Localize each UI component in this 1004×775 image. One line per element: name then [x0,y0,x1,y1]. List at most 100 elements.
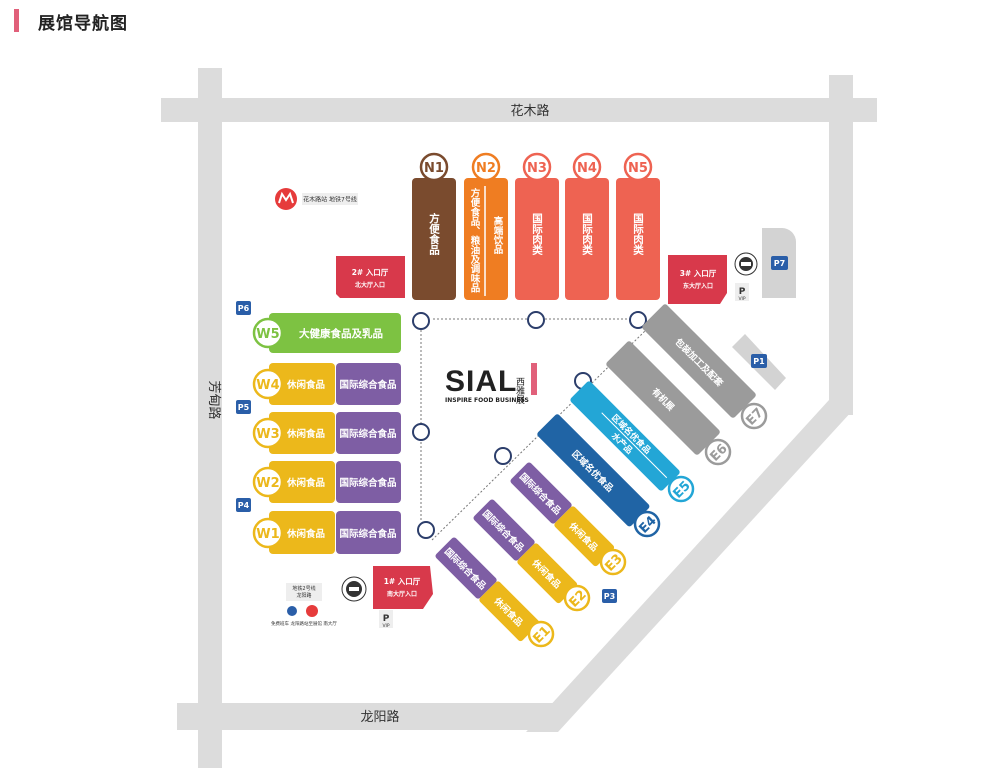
hall-w1-label-a: 休闲食品 [286,528,325,540]
hall-w5[interactable] [269,313,401,353]
parking-p5[interactable] [236,400,251,414]
hall-w3-b[interactable] [336,412,401,454]
hall-n2-id: N2 [476,161,496,176]
hall-n2-label2: 高端饮品 [492,215,505,255]
hall-n3-id: N3 [527,161,547,176]
hall-n1-id: N1 [424,161,444,176]
hall-w4-a[interactable] [269,363,335,405]
road-north [161,98,877,122]
hall-w4-label-b: 国际综合食品 [339,379,396,391]
hall-w5-label: 大健康食品及乳品 [299,327,383,340]
hall-w3-label-b: 国际综合食品 [339,428,396,440]
hall-n1[interactable] [412,178,456,300]
hall-w4-label-a: 休闲食品 [286,379,325,391]
hall-w1-id: W1 [256,527,279,542]
hall-n4-label: 国际肉类 [581,213,593,256]
hall-w4-b[interactable] [336,363,401,405]
taxi-south [341,576,367,602]
sial-logo: SIAL 西雅展 INSPIRE FOOD BUSINESS [445,363,537,405]
parking-p5-label: P5 [238,403,250,412]
vip-east: P VIP [735,283,749,302]
parking-p4[interactable] [236,498,251,512]
entrance-2-sub: 北大厅入口 [355,281,385,289]
hall-w3-id: W3 [256,427,279,442]
metro-south: 地铁2号线 龙阳路 免费班车 龙阳路站至展馆 南大厅 [271,583,337,627]
hall-n4[interactable] [565,178,609,300]
vip-south-label: VIP [382,623,389,629]
hall-n5-id: N5 [628,161,648,176]
road-west [198,68,222,768]
bus-stop-icon [412,423,430,441]
metro-north-label: 花木路站 地铁7号线 [303,196,357,204]
parking-p7-label: P7 [774,259,785,268]
hall-n3-label: 国际肉类 [531,213,543,256]
bus-stops [412,311,647,539]
vip-south: P VIP [379,610,393,629]
page-title: 展馆导航图 [38,14,128,34]
sial-tagline: INSPIRE FOOD BUSINESS [445,397,529,404]
entrance-3-sub: 东大厅入口 [683,282,713,290]
metro-south-b: 龙阳路 [296,592,311,599]
parking-p6[interactable] [236,301,251,315]
parking-p7[interactable]: P7 [762,228,796,298]
sial-cn: 西雅展 [514,377,525,405]
road-diagonal [526,400,853,732]
halls-west: W5 大健康食品及乳品 W4 休闲食品 国际综合食品 W3 休闲食品 国际综合食… [252,313,401,554]
entrance-3[interactable]: 3# 入口厅 东大厅入口 [668,255,727,304]
svg-text:P: P [383,614,390,624]
hall-w3-a[interactable] [269,412,335,454]
hall-n5[interactable] [616,178,660,300]
taxi-east [734,252,758,276]
road-label-west: 芳甸路 [206,380,222,419]
hall-n1-label: 方便食品 [428,212,440,256]
hall-e1[interactable]: 国际综合食品 休闲食品 [434,536,540,642]
hall-w2-label-b: 国际综合食品 [339,477,396,489]
halls-north: N1 方便食品 N2 方便食品、粮油及调味品 高端饮品 N3 国际肉类 N4 国… [412,152,660,300]
hall-w5-id: W5 [256,327,279,342]
parking-signs: P6 P5 P4 P3 [236,301,617,603]
road-east [829,75,853,415]
entrance-2[interactable]: 2# 入口厅 北大厅入口 [336,256,405,298]
hall-w1-a[interactable] [269,511,335,554]
hall-w4-id: W4 [256,378,279,393]
entrance-1[interactable]: 1# 入口厅 南大厅入口 [373,566,433,609]
hall-n5-label: 国际肉类 [632,213,644,256]
roads: 花木路 芳甸路 龙阳路 [161,68,877,768]
hall-e6[interactable]: 有机展 [605,340,721,456]
road-label-north: 花木路 [510,103,549,119]
parking-p1-label: P1 [753,357,765,366]
bus-stop-icon [629,311,647,329]
svg-text:P: P [739,287,746,297]
parking-p3[interactable] [602,589,617,603]
metro-south-c: 免费班车 龙阳路站至展馆 南大厅 [271,620,337,627]
bus-stop-icon [494,447,512,465]
hall-n2-label: 方便食品、粮油及调味品 [469,187,482,293]
bus-stop-icon [412,312,430,330]
metro-north: 花木路站 地铁7号线 [275,188,358,210]
hall-n2[interactable] [464,178,508,300]
hall-w2-a[interactable] [269,461,335,503]
hall-n4-id: N4 [577,161,597,176]
vip-east-label: VIP [738,296,745,302]
hall-n3[interactable] [515,178,559,300]
sial-brand: SIAL [445,365,517,398]
parking-p3-label: P3 [604,592,615,601]
hall-w2-id: W2 [256,476,279,491]
metro-icon-south [306,605,318,617]
entrance-1-title: 1# 入口厅 [384,577,421,586]
entrance-2-title: 2# 入口厅 [352,268,389,277]
parking-p1[interactable]: P1 [732,334,786,390]
metro-south-a: 地铁2号线 [292,585,315,592]
hall-w2-b[interactable] [336,461,401,503]
halls-east: 国际综合食品 休闲食品 E1 国际综合食品 休闲食品 E2 国际综合食品 休闲食… [434,304,768,648]
bus-stop-icon [527,311,545,329]
road-south [177,703,558,730]
hall-w1-label-b: 国际综合食品 [339,528,396,540]
hall-w1-b[interactable] [336,511,401,554]
entrance-3-title: 3# 入口厅 [680,269,717,278]
hall-w3-label-a: 休闲食品 [286,428,325,440]
road-label-south: 龙阳路 [360,709,399,725]
parking-p6-label: P6 [238,304,250,313]
bus-icon [287,606,297,616]
